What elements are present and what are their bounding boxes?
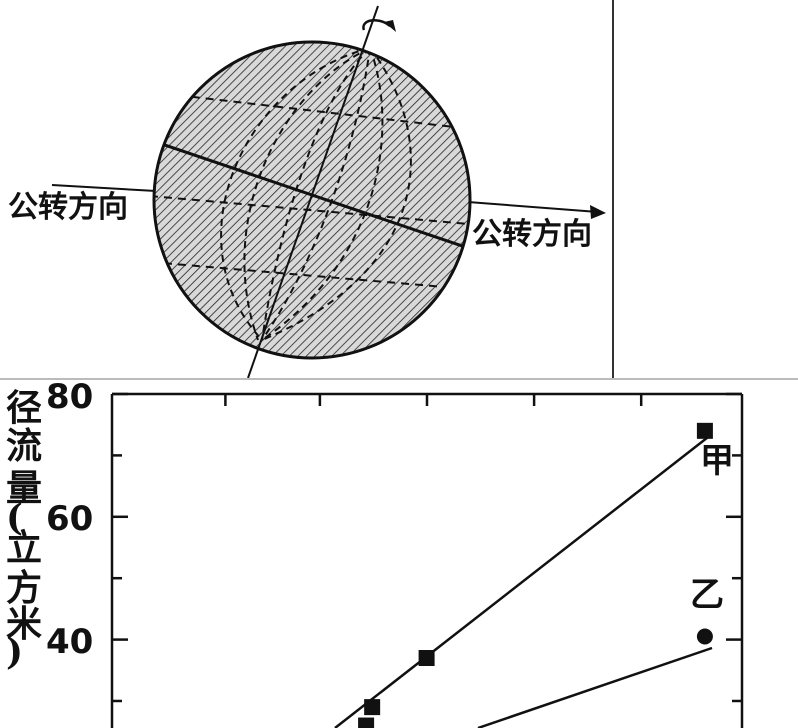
orbit-arrowhead-icon (590, 205, 606, 219)
series-label-yi: 乙 (690, 575, 724, 615)
series-label-jia: 甲 (700, 441, 734, 481)
rotation-arrowhead-icon (384, 20, 396, 32)
globe-diagram: 公转方向 公转方向 (8, 5, 606, 378)
chart-marks (334, 422, 713, 728)
y-axis-label-char: 米 (6, 603, 43, 645)
y-axis-label-char: 量 (6, 467, 43, 509)
runoff-chart: 径 流 量 ( 立 方 米 ) 80 60 40 甲 乙 (0, 380, 798, 728)
y-axis-label-char: ) (6, 631, 24, 673)
chart-plot-svg (110, 392, 744, 728)
axis-ticks (112, 392, 742, 703)
data-point-jia (696, 422, 713, 439)
trend-line-jia (334, 433, 713, 728)
data-point-yi (696, 628, 713, 645)
panel-divider-horizontal (0, 378, 798, 380)
globe-sphere (152, 40, 472, 360)
y-tick-label: 80 (46, 377, 94, 417)
data-point-jia (418, 650, 435, 667)
trend-line-yi (477, 646, 713, 728)
y-axis-label-char: 方 (6, 567, 43, 609)
y-axis-label-char: 立 (6, 527, 43, 569)
y-axis-label-char: 流 (6, 425, 43, 467)
panel-divider-vertical (612, 0, 614, 378)
y-axis-label-char: 径 (6, 387, 43, 429)
data-point-jia (358, 717, 375, 728)
orbit-line-left (51, 184, 157, 192)
y-tick-label: 60 (46, 499, 94, 539)
y-tick-label: 40 (46, 622, 94, 662)
globe-svg (51, 5, 606, 378)
rotation-axis (247, 5, 379, 378)
globe-grid (154, 47, 470, 341)
orbit-line-right (467, 201, 599, 213)
orbit-label-right: 公转方向 (472, 217, 592, 252)
orbit-label-left: 公转方向 (8, 190, 128, 225)
data-point-jia (364, 699, 381, 716)
y-axis-label-char: ( (6, 497, 24, 539)
